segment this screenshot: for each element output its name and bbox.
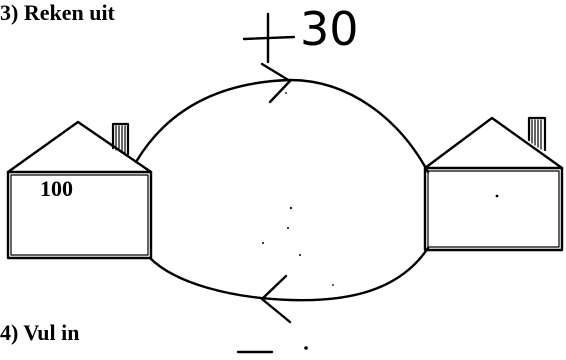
exercise-4-title: 4) Vul in [0,320,80,345]
right-house [423,116,564,252]
scan-dots [262,86,334,350]
left-house-body [6,170,153,260]
right-house-chimney [527,116,547,152]
left-house-value: 100 [40,176,73,201]
exercise-3-title: 3) Reken uit [0,0,115,25]
bottom-arrow-head [260,274,292,324]
top-arrow-head [260,62,292,104]
left-house [6,120,153,260]
top-arc [134,78,430,174]
right-house-body [423,166,564,252]
plus-symbol [242,12,296,64]
top-operation-value: 30 [300,2,359,56]
right-house-roof [423,116,564,170]
left-house-roof [6,120,153,174]
bottom-arc [148,246,430,302]
left-house-chimney [111,122,130,156]
